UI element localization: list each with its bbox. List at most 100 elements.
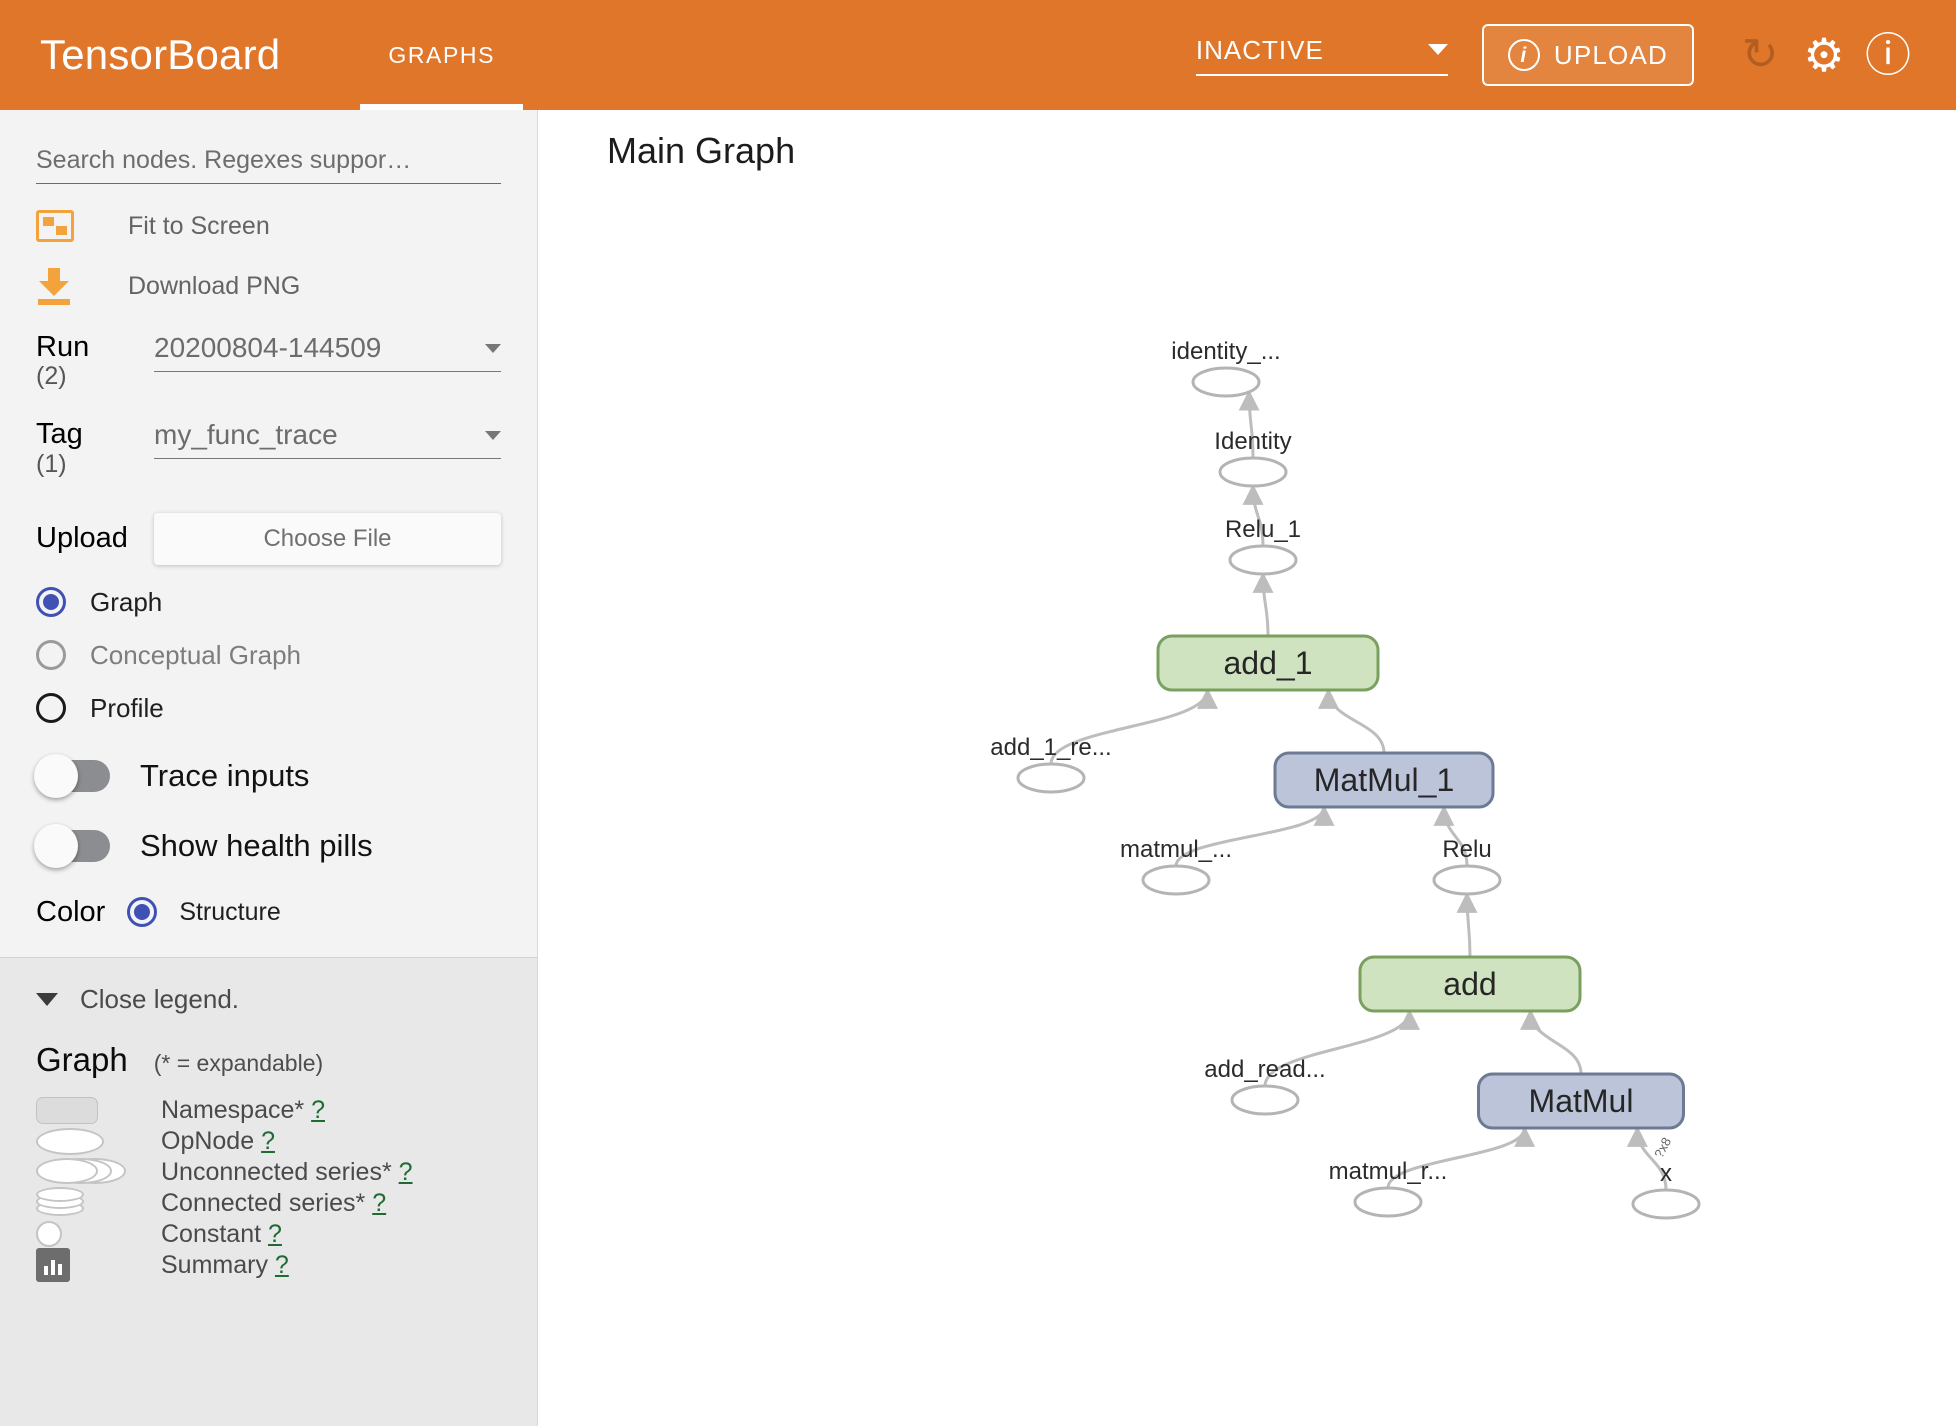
download-icon [36, 268, 92, 305]
graph-node-label: add_read... [1204, 1056, 1325, 1083]
color-label: Color [36, 895, 106, 928]
graph-type-option-conceptual-graph[interactable]: Conceptual Graph [36, 640, 501, 671]
run-select[interactable]: 20200804-144509 [154, 332, 501, 372]
legend-note: (* = expandable) [153, 1049, 324, 1076]
help-link[interactable]: ? [372, 1188, 387, 1217]
graph-node-MatMul[interactable]: MatMul [1477, 1072, 1685, 1130]
graph-node-add_1_readvariableop[interactable]: add_1_re... [990, 734, 1112, 794]
download-png-label: Download PNG [128, 271, 301, 300]
app-brand: TensorBoard [40, 31, 281, 78]
run-status-value: INACTIVE [1195, 34, 1324, 65]
help-link[interactable]: ? [268, 1219, 282, 1248]
opnode-ellipse [1016, 762, 1086, 794]
run-label: Run [36, 331, 90, 363]
unconnected-series-swatch-icon [36, 1157, 161, 1187]
graph-node-label: Identity [1214, 428, 1291, 455]
search-input[interactable] [36, 146, 501, 175]
graph-edge [1252, 571, 1274, 637]
upload-button-label: UPLOAD [1553, 39, 1668, 70]
graph-node-box [1477, 1072, 1685, 1130]
tag-count: (1) [36, 449, 67, 478]
color-row: Color Structure [36, 896, 501, 957]
help-link[interactable]: ? [274, 1250, 289, 1279]
show-health-pills-label: Show health pills [140, 827, 373, 863]
chevron-down-icon [1427, 43, 1448, 55]
toggle-switch-icon [34, 823, 110, 868]
opnode-swatch-icon [36, 1127, 161, 1155]
graph-node-x[interactable]: x [1631, 1160, 1701, 1220]
help-link[interactable]: ? [261, 1126, 275, 1155]
download-png-button[interactable]: Download PNG [36, 268, 501, 305]
help-link[interactable]: ? [398, 1157, 413, 1186]
color-structure-label: Structure [179, 897, 281, 926]
opnode-ellipse [1230, 1084, 1300, 1116]
radio-structure-icon[interactable] [127, 897, 158, 928]
graph-node-label: identity_... [1171, 338, 1280, 365]
upload-button[interactable]: i UPLOAD [1481, 24, 1694, 86]
legend-item: Unconnected series* ? [36, 1157, 501, 1188]
refresh-icon: ↻ [1741, 30, 1779, 79]
graph-type-option-profile[interactable]: Profile [36, 693, 501, 724]
graph-type-option-graph[interactable]: Graph [36, 587, 501, 618]
summary-swatch-icon [36, 1248, 161, 1283]
refresh-button[interactable]: ↻ [1728, 23, 1792, 87]
legend-list: Namespace* ? OpNode ? Unconnected series… [36, 1095, 501, 1283]
graph-node-label: add_1 [1224, 645, 1313, 681]
graph-node-Relu[interactable]: Relu [1432, 836, 1502, 896]
graph-svg[interactable]: ?x8 identity_...IdentityRelu_1add_1add_1… [539, 110, 1956, 1426]
graph-node-box [1358, 955, 1582, 1013]
graph-node-add[interactable]: add [1358, 955, 1582, 1013]
help-button[interactable]: ⓘ [1856, 23, 1920, 87]
graph-edge [1238, 389, 1260, 459]
graph-node-add_readvariableop[interactable]: add_read... [1204, 1056, 1326, 1116]
opnode-ellipse [1218, 456, 1288, 488]
choose-file-button[interactable]: Choose File [154, 512, 501, 565]
graph-node-identity_out[interactable]: identity_... [1171, 338, 1281, 398]
tag-label-group: Tag (1) [36, 419, 154, 478]
help-circle-icon: ⓘ [1865, 29, 1911, 81]
chevron-down-icon [485, 343, 501, 353]
graph-node-label: matmul_r... [1329, 1158, 1448, 1185]
run-label-group: Run (2) [36, 332, 154, 391]
search-field[interactable] [36, 146, 501, 184]
graph-node-Relu_1[interactable]: Relu_1 [1225, 516, 1301, 576]
settings-button[interactable]: ⚙ [1792, 23, 1856, 87]
choose-file-label: Choose File [263, 524, 392, 552]
trace-inputs-toggle[interactable]: Trace inputs [34, 753, 501, 798]
graph-node-label: add [1443, 966, 1496, 1002]
close-legend-button[interactable]: Close legend. [36, 984, 501, 1015]
opnode-ellipse [1228, 544, 1298, 576]
connected-series-swatch-icon [36, 1187, 161, 1219]
graph-edge [1433, 804, 1469, 867]
radio-graph-icon [36, 587, 66, 618]
graph-node-label: Relu [1442, 836, 1491, 863]
run-status-dropdown[interactable]: INACTIVE [1195, 34, 1448, 76]
show-health-pills-toggle[interactable]: Show health pills [34, 823, 501, 868]
graph-node-Identity[interactable]: Identity [1214, 428, 1292, 488]
upload-label: Upload [36, 522, 128, 555]
radio-profile-icon [36, 693, 66, 724]
graph-type-conceptual-label: Conceptual Graph [90, 639, 302, 670]
legend-item-label: Namespace* [161, 1095, 305, 1124]
graph-node-add_1[interactable]: add_1 [1156, 634, 1380, 692]
tag-label: Tag [36, 418, 83, 451]
tag-select[interactable]: my_func_trace [154, 419, 501, 460]
legend-item: Constant ? [36, 1219, 501, 1250]
opnode-ellipse [1191, 366, 1261, 398]
namespace-swatch-icon [36, 1096, 161, 1124]
graph-edge [1263, 1008, 1420, 1087]
fit-to-screen-button[interactable]: Fit to Screen [36, 210, 501, 242]
legend-item: OpNode ? [36, 1126, 501, 1157]
legend-item-label: Connected series* [161, 1188, 366, 1217]
graph-edge [1242, 483, 1265, 547]
graph-node-matmul_readvariableop[interactable]: matmul_r... [1329, 1158, 1448, 1218]
help-link[interactable]: ? [311, 1095, 325, 1124]
graph-node-label: x [1660, 1160, 1672, 1187]
legend-item: Connected series* ? [36, 1187, 501, 1219]
opnode-ellipse [1432, 864, 1502, 896]
graph-node-MatMul_1[interactable]: MatMul_1 [1273, 751, 1495, 809]
tab-graphs[interactable]: GRAPHS [360, 0, 523, 110]
graph-node-matmul_readvariableop_1[interactable]: matmul_... [1120, 836, 1232, 896]
